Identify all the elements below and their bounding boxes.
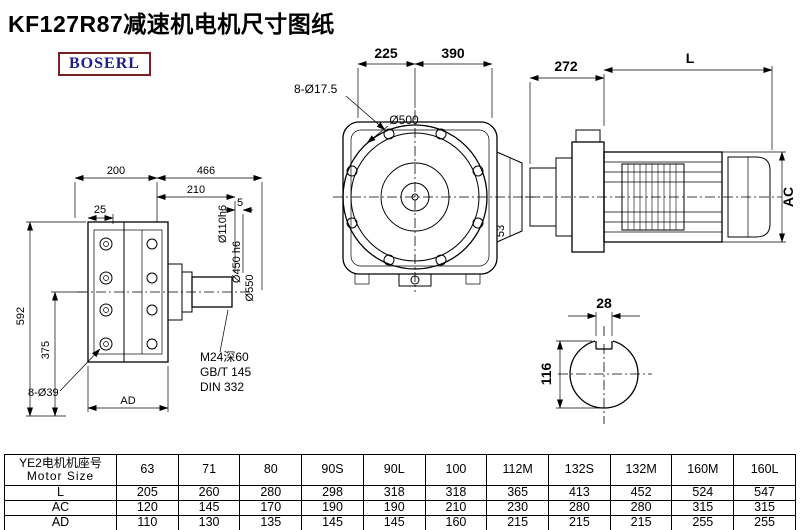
- motor-side-view: 272 L AC: [525, 50, 796, 253]
- table-row-AD: AD 110 130 135 145 145 160 215 215 215 2…: [4, 515, 796, 530]
- technical-drawing: 200 466 210 5 25 592 375 8-Ø39 AD Ø110h6…: [15, 45, 796, 424]
- motor-dimension-table: YE2电机机座号 Motor Size 63 71 80 90S 90L 100…: [4, 454, 796, 530]
- dim-466: 466: [197, 165, 215, 177]
- table-header-row: YE2电机机座号 Motor Size 63 71 80 90S 90L 100…: [4, 454, 796, 486]
- cell: 215: [486, 515, 550, 530]
- cell: 315: [733, 500, 796, 516]
- cell: 255: [733, 515, 796, 530]
- keyway: [595, 341, 613, 350]
- dim-25: 25: [94, 204, 106, 216]
- cell: 145: [362, 515, 426, 530]
- dim-210: 210: [187, 184, 205, 196]
- dim-diameter-450: Ø450 h6: [231, 241, 243, 283]
- dim-53: 53: [495, 225, 507, 237]
- dim-diameter-110: Ø110h6: [217, 205, 229, 243]
- cell: 280: [548, 500, 611, 516]
- cell: 315: [671, 500, 735, 516]
- dim-8-holes-39: 8-Ø39: [28, 387, 59, 399]
- standard-gbt145: GB/T 145: [200, 365, 251, 379]
- row-label: AD: [4, 515, 117, 530]
- column-header: 100: [424, 454, 488, 486]
- left-side-view: 200 466 210 5 25 592 375 8-Ø39 AD Ø110h6…: [15, 165, 263, 417]
- cell: 230: [486, 500, 550, 516]
- motor-fins: [604, 161, 722, 233]
- cell: 205: [116, 485, 179, 501]
- dim-8-holes-17-5: 8-Ø17.5: [294, 82, 338, 96]
- cell: 318: [424, 485, 488, 501]
- cell: 210: [424, 500, 488, 516]
- column-header: 132M: [609, 454, 673, 486]
- cell: 145: [177, 500, 241, 516]
- table-row-AC: AC 120 145 170 190 190 210 230 280 280 3…: [4, 500, 796, 516]
- dim-200: 200: [107, 165, 125, 177]
- dim-L: L: [686, 50, 695, 66]
- motor-core-hatch: [627, 164, 677, 230]
- cell: 110: [116, 515, 179, 530]
- front-view: 225 390 8-Ø17.5 Ø500 53: [294, 45, 540, 292]
- cell: 255: [671, 515, 735, 530]
- motor-body: [603, 151, 723, 243]
- cell: 298: [301, 485, 364, 501]
- cell: 524: [671, 485, 735, 501]
- cell: 260: [177, 485, 241, 501]
- column-header: 63: [116, 454, 179, 486]
- cell: 365: [486, 485, 550, 501]
- cell: 130: [177, 515, 241, 530]
- motor-size-label-en: Motor Size: [26, 469, 95, 483]
- cell: 547: [733, 485, 796, 501]
- dim-28: 28: [596, 295, 612, 311]
- row-label: AC: [4, 500, 117, 516]
- column-header: 90L: [362, 454, 426, 486]
- dim-225: 225: [374, 45, 398, 61]
- thread-spec: M24深60: [200, 350, 249, 364]
- dim-5: 5: [237, 197, 243, 209]
- cell: 280: [609, 500, 673, 516]
- dim-116: 116: [538, 362, 554, 385]
- column-header: 90S: [301, 454, 364, 486]
- dim-diameter-500: Ø500: [389, 113, 419, 127]
- dim-diameter-550: Ø550: [244, 275, 256, 302]
- page-title: KF127R87减速机电机尺寸图纸: [8, 11, 335, 37]
- front-bolt-holes: [346, 128, 484, 266]
- cell: 190: [301, 500, 364, 516]
- dim-592: 592: [15, 307, 27, 325]
- dim-272: 272: [554, 58, 578, 74]
- boserl-logo-text: BOSERL: [69, 55, 140, 72]
- cell: 413: [548, 485, 611, 501]
- fan-cover: [727, 156, 771, 238]
- column-header: 71: [177, 454, 241, 486]
- dim-AC: AC: [780, 187, 796, 207]
- cell: 215: [609, 515, 673, 530]
- cell: 120: [116, 500, 179, 516]
- dim-ad: AD: [120, 395, 135, 407]
- cell: 170: [239, 500, 303, 516]
- column-header: 160M: [671, 454, 735, 486]
- boserl-logo: BOSERL: [58, 52, 151, 76]
- column-header: 160L: [733, 454, 796, 486]
- cell: 280: [239, 485, 303, 501]
- dim-390: 390: [441, 45, 465, 61]
- motor-core: [621, 163, 685, 231]
- cell: 215: [548, 515, 611, 530]
- cell: 190: [362, 500, 426, 516]
- row-label: L: [4, 485, 117, 501]
- cell: 145: [301, 515, 364, 530]
- cell: 160: [424, 515, 488, 530]
- cell: 135: [239, 515, 303, 530]
- column-header: 112M: [486, 454, 550, 486]
- standard-din332: DIN 332: [200, 380, 244, 394]
- column-header: 132S: [548, 454, 611, 486]
- dim-375: 375: [40, 341, 52, 359]
- cell: 452: [609, 485, 673, 501]
- table-header-motor-size: YE2电机机座号 Motor Size: [4, 454, 117, 486]
- cell: 318: [362, 485, 426, 501]
- flange-bolt-holes: [99, 237, 158, 351]
- column-header: 80: [239, 454, 303, 486]
- shaft-cross-section: 28 116: [538, 295, 652, 424]
- motor-size-label-cn: YE2电机机座号: [19, 456, 102, 471]
- table-row-L: L 205 260 280 298 318 318 365 413 452 52…: [4, 485, 796, 501]
